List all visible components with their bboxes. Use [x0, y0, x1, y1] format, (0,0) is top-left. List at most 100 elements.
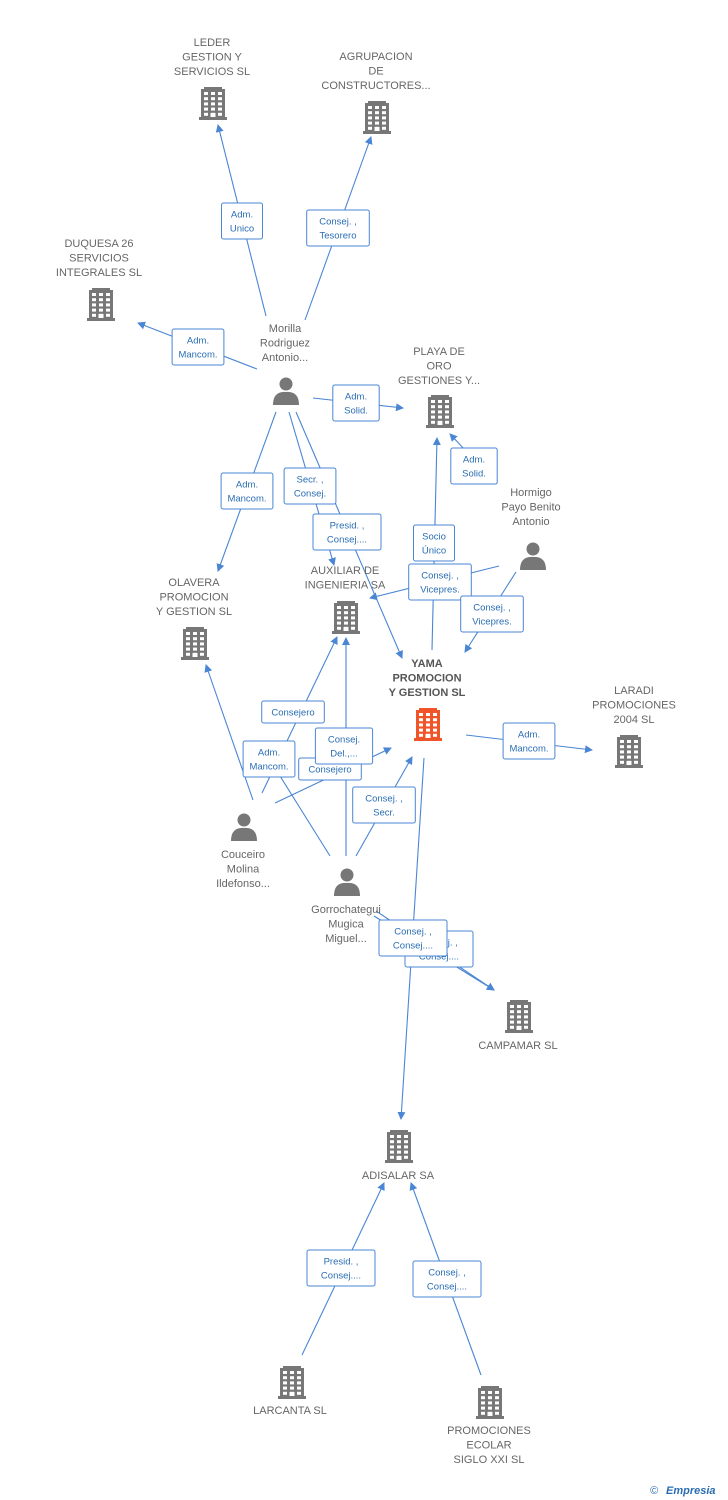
edge-label-couceiro-auxiliar[interactable]: Consejero [261, 700, 325, 724]
node-gorrochategui[interactable]: GorrochateguiMugicaMiguel... [311, 868, 381, 946]
node-label-gorrochategui: Mugica [328, 919, 364, 931]
edge-label-morilla-duquesa[interactable]: Adm.Mancom. [171, 328, 225, 366]
edge-label-text: Adm. [518, 730, 540, 741]
edge-label-morilla-auxiliar[interactable]: Secr. ,Consej. [283, 467, 337, 505]
edge-label-gorrochategui-campamar[interactable]: Consej. , Consej.... [378, 919, 448, 957]
edge-label-box [261, 700, 325, 724]
building-icon [615, 735, 643, 768]
node-label-couceiro: Couceiro [221, 849, 265, 861]
edge-label-text: Socio [422, 532, 446, 543]
edge-label-text: Secr. , [297, 475, 324, 486]
person-icon [231, 813, 257, 841]
node-label-adisalar: ADISALAR SA [362, 1170, 435, 1182]
building-icon [181, 627, 209, 660]
edge-label-text: Tesorero [320, 231, 357, 242]
node-label-laradi: PROMOCIONES [592, 700, 676, 712]
building-icon [363, 101, 391, 134]
edge-label-ecolar-adisalar[interactable]: Consej. ,Consej.... [412, 1260, 482, 1298]
building-icon [426, 395, 454, 428]
node-morilla[interactable]: MorillaRodriguezAntonio... [260, 323, 310, 405]
edge-label-morilla-playa[interactable]: Adm.Solid. [332, 384, 380, 422]
edge-label-text: Consej. , [365, 794, 403, 805]
edge-label-yama-laradi[interactable]: Adm.Mancom. [502, 722, 556, 760]
edge-label-text: Consej. , [394, 927, 432, 938]
node-label-duquesa: INTEGRALES SL [56, 267, 142, 279]
node-label-duquesa: SERVICIOS [69, 253, 129, 265]
node-label-hormigo: Antonio [512, 516, 549, 528]
node-label-morilla: Morilla [269, 323, 302, 335]
edge-label-box [312, 513, 382, 551]
edge-label-morilla-leder[interactable]: Adm.Unico [221, 202, 263, 240]
node-label-ecolar: ECOLAR [466, 1440, 511, 1452]
building-icon [476, 1386, 504, 1419]
edge-label-gorrochategui-auxiliar[interactable]: Consej.Del.,... [314, 727, 374, 765]
edge-label-morilla-agrupacion[interactable]: Consej. ,Tesorero [306, 209, 370, 247]
node-label-morilla: Rodriguez [260, 338, 310, 350]
node-label-gorrochategui: Miguel... [325, 933, 367, 945]
node-label-leder: GESTION Y [182, 52, 242, 64]
edge-label-larcanta-adisalar[interactable]: Presid. ,Consej.... [306, 1249, 376, 1287]
edge-label-box [352, 786, 416, 824]
edge-label-hormigo-playa[interactable]: Adm.Solid. [450, 447, 498, 485]
node-label-agrupacion: DE [368, 66, 383, 78]
person-icon [334, 868, 360, 896]
node-agrupacion[interactable]: AGRUPACIONDECONSTRUCTORES... [321, 51, 431, 134]
building-icon [385, 1130, 413, 1163]
node-label-hormigo: Hormigo [510, 487, 552, 499]
node-label-couceiro: Ildefonso... [216, 878, 270, 890]
edge-label-box [413, 524, 455, 562]
node-adisalar[interactable]: ADISALAR SA [362, 1130, 435, 1182]
edge-label-morilla-olavera[interactable]: Adm.Mancom. [220, 472, 274, 510]
person-icon [273, 377, 299, 405]
node-label-auxiliar: AUXILIAR DE [311, 565, 379, 577]
edge-label-text: Consejero [271, 708, 314, 719]
edge-label-box [314, 727, 374, 765]
person-icon [520, 542, 546, 570]
edge-label-box [502, 722, 556, 760]
edge-label-box [171, 328, 225, 366]
edge-label-hormigo-auxiliar[interactable]: Consej. ,Vicepres. [408, 563, 472, 601]
edge-label-gorrochategui-yama[interactable]: Consej. ,Secr. [352, 786, 416, 824]
node-larcanta[interactable]: LARCANTA SL [253, 1366, 327, 1417]
edge-label-text: Adm. [258, 748, 280, 759]
edge-label-text: Unico [230, 224, 254, 235]
edge-label-box [242, 740, 296, 778]
node-duquesa[interactable]: DUQUESA 26 SERVICIOS INTEGRALES SL [56, 238, 142, 321]
edge-label-box [450, 447, 498, 485]
copyright-symbol: © [650, 1485, 659, 1497]
node-label-hormigo: Payo Benito [501, 502, 560, 514]
edge-label-text: Solid. [344, 406, 368, 417]
edge-label-box [306, 1249, 376, 1287]
node-couceiro[interactable]: CouceiroMolinaIldefonso... [216, 813, 270, 891]
edge-label-text: Solid. [462, 469, 486, 480]
node-label-ecolar: SIGLO XXI SL [454, 1454, 525, 1466]
watermark[interactable]: © Empresia [650, 1485, 716, 1497]
node-label-yama: YAMA [411, 658, 442, 670]
edge-label-text: Consejero [308, 765, 351, 776]
node-label-playa: ORO [426, 361, 452, 373]
edge-label-box [220, 472, 274, 510]
edge-label-text: Consej.... [327, 535, 367, 546]
node-label-duquesa: DUQUESA 26 [64, 238, 133, 250]
edge-label-couceiro-olavera[interactable]: Adm.Mancom. [242, 740, 296, 778]
edge-label-hormigo-yama[interactable]: Consej. ,Vicepres. [460, 595, 524, 633]
node-label-olavera: OLAVERA [168, 577, 220, 589]
edge-label-text: Consej.... [419, 952, 459, 963]
edge-label-morilla-yama[interactable]: Presid. ,Consej.... [312, 513, 382, 551]
node-label-couceiro: Molina [227, 864, 260, 876]
edge-label-text: Consej.... [393, 941, 433, 952]
node-campamar[interactable]: CAMPAMAR SL [478, 1000, 558, 1052]
node-label-leder: LEDER [194, 37, 231, 49]
